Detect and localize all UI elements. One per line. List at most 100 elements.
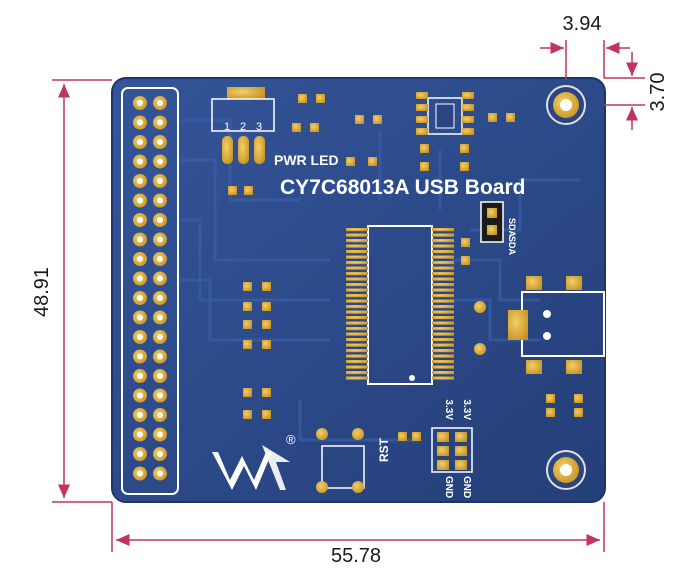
chip-pin bbox=[346, 244, 368, 248]
header-pin-hole bbox=[157, 197, 163, 204]
header-pin-hole bbox=[157, 275, 163, 282]
header-pin-hole bbox=[137, 275, 143, 282]
chip-pin bbox=[432, 233, 454, 237]
chip-pin bbox=[346, 305, 368, 309]
header-pin-hole bbox=[157, 119, 163, 126]
chip-pin bbox=[432, 310, 454, 314]
rst-label: RST bbox=[377, 437, 391, 462]
chip-pin bbox=[346, 266, 368, 270]
chip-pin bbox=[432, 327, 454, 331]
v33-label-b: 3.3V bbox=[461, 399, 472, 420]
dimension-lines bbox=[52, 40, 645, 552]
v33-label-a: 3.3V bbox=[443, 399, 454, 420]
waveshare-logo bbox=[212, 445, 290, 490]
header-pin-hole bbox=[137, 158, 143, 165]
header-pin-hole bbox=[157, 295, 163, 301]
header-pin-hole bbox=[157, 412, 163, 418]
gnd-label-a: GND bbox=[443, 476, 454, 498]
chip-pin bbox=[346, 299, 368, 303]
vias bbox=[474, 301, 486, 355]
chip-pin bbox=[346, 277, 368, 281]
usb-connector bbox=[508, 276, 605, 374]
chip-pin bbox=[432, 272, 454, 276]
chip-pin bbox=[346, 365, 368, 369]
header-pin-hole bbox=[157, 158, 163, 165]
header-pin-hole bbox=[157, 314, 163, 321]
header-pin-hole bbox=[157, 353, 163, 360]
chip-pin bbox=[346, 321, 368, 325]
chip-pin bbox=[432, 338, 454, 342]
chip-pin bbox=[346, 283, 368, 287]
pwr-led-label: PWR LED bbox=[274, 152, 339, 168]
header-pin-hole bbox=[157, 178, 163, 184]
chip-pin bbox=[432, 250, 454, 254]
pin-header bbox=[133, 96, 167, 481]
chip-pin bbox=[432, 332, 454, 336]
main-chip bbox=[346, 225, 454, 385]
reset-button bbox=[316, 428, 365, 493]
chip-pin bbox=[432, 376, 454, 380]
chip-pin bbox=[432, 365, 454, 369]
chip-pin bbox=[432, 343, 454, 347]
chip-pin bbox=[432, 349, 454, 353]
regulator-pin-3: 3 bbox=[256, 121, 262, 133]
chip-pin bbox=[346, 349, 368, 353]
header-pin-hole bbox=[137, 139, 143, 145]
header-outline bbox=[121, 87, 179, 495]
header-pin-hole bbox=[137, 373, 143, 379]
header-pin-hole bbox=[157, 392, 163, 399]
chip-pin bbox=[432, 360, 454, 364]
sda-label-bottom: SDA bbox=[507, 236, 517, 256]
header-pin-hole bbox=[137, 178, 143, 184]
header-pin-hole bbox=[157, 236, 163, 243]
chip-pin bbox=[346, 261, 368, 265]
chip-pin bbox=[346, 250, 368, 254]
header-pin-hole bbox=[137, 314, 143, 321]
chip-pin bbox=[346, 272, 368, 276]
header-pin-hole bbox=[137, 236, 143, 243]
header-pin-hole bbox=[137, 197, 143, 204]
header-pin-hole bbox=[137, 470, 143, 477]
power-header bbox=[431, 427, 473, 473]
header-pin-hole bbox=[137, 100, 143, 106]
mounting-hole-top bbox=[546, 85, 586, 125]
chip-pin bbox=[346, 332, 368, 336]
chip-pin bbox=[346, 327, 368, 331]
chip-pin bbox=[346, 255, 368, 259]
eeprom-chip bbox=[416, 92, 474, 135]
chip-pin bbox=[432, 266, 454, 270]
chip-pin bbox=[432, 283, 454, 287]
header-pin-hole bbox=[157, 451, 163, 457]
chip-pin bbox=[346, 343, 368, 347]
chip-pin bbox=[346, 360, 368, 364]
smd-pads bbox=[228, 94, 583, 441]
chip-pin bbox=[432, 261, 454, 265]
chip-pin bbox=[346, 338, 368, 342]
chip-pin bbox=[432, 244, 454, 248]
chip-pin bbox=[346, 233, 368, 237]
header-pin-hole bbox=[137, 392, 143, 399]
header-pin-hole bbox=[137, 353, 143, 360]
chip-pin bbox=[432, 288, 454, 292]
header-pin-hole bbox=[157, 334, 163, 340]
header-pin-hole bbox=[157, 373, 163, 379]
chip-pin bbox=[432, 228, 454, 232]
chip-pin bbox=[346, 376, 368, 380]
chip-pin bbox=[432, 354, 454, 358]
chip-pin bbox=[432, 255, 454, 259]
header-pin-hole bbox=[137, 451, 143, 457]
chip-pin bbox=[432, 305, 454, 309]
chip-pin bbox=[432, 299, 454, 303]
chip-pin bbox=[432, 277, 454, 281]
sda-jumper bbox=[480, 201, 504, 243]
chip-pin bbox=[432, 239, 454, 243]
chip-pin bbox=[346, 294, 368, 298]
voltage-regulator: 1 2 3 bbox=[211, 87, 275, 164]
chip-pin bbox=[346, 239, 368, 243]
dimension-height: 48.91 bbox=[31, 267, 53, 317]
regulator-pin-1: 1 bbox=[224, 121, 230, 133]
mounting-hole-bottom bbox=[546, 450, 586, 490]
registered-mark: ® bbox=[286, 432, 296, 447]
gnd-label-b: GND bbox=[461, 476, 472, 498]
chip-pin bbox=[346, 228, 368, 232]
